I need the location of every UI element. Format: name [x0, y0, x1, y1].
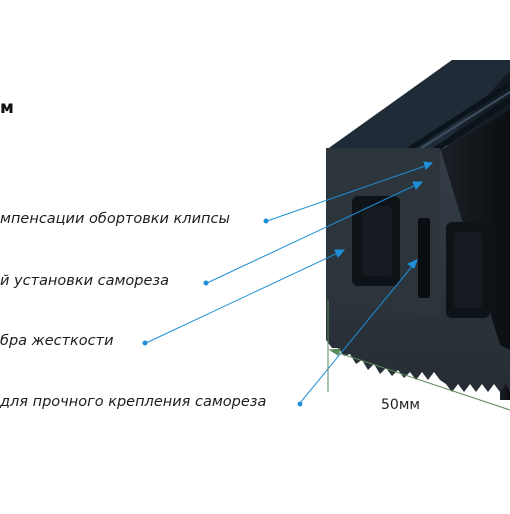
- pointer-arrowhead: [412, 181, 424, 190]
- pointer-dot: [203, 280, 209, 286]
- pointer-line: [145, 251, 341, 344]
- pointer-line: [206, 183, 419, 284]
- pointer-line: [299, 263, 415, 404]
- heading-fragment: м: [0, 98, 14, 118]
- profile-screw-channel: [418, 218, 430, 298]
- profile-chamber-inner: [362, 206, 392, 276]
- pointer-arrowhead: [334, 249, 346, 258]
- pointer-line: [266, 164, 429, 222]
- pointer-dot: [263, 218, 269, 224]
- dimension-arrowhead: [328, 348, 341, 356]
- dimension-line: [329, 349, 510, 411]
- top-groove: [403, 81, 510, 155]
- annotation-clip-compensation: мпенсации обортовки клипсы: [0, 211, 230, 227]
- pointer-arrowhead: [423, 161, 434, 170]
- pointer-dot: [142, 340, 148, 346]
- dimension-label: 50мм: [381, 397, 420, 413]
- top-groove-highlight: [414, 91, 510, 153]
- annotation-screw-installation: й установки самореза: [0, 273, 169, 289]
- pointer-arrowhead: [406, 259, 418, 269]
- annotation-stiffening-rib: бра жесткости: [0, 333, 114, 349]
- annotation-screw-fastening: для прочного крепления самореза: [0, 394, 267, 410]
- top-groove: [430, 97, 510, 155]
- profile-top-plane: [326, 60, 510, 150]
- profile-chamber-inner: [454, 232, 482, 308]
- pointer-dot: [297, 401, 303, 407]
